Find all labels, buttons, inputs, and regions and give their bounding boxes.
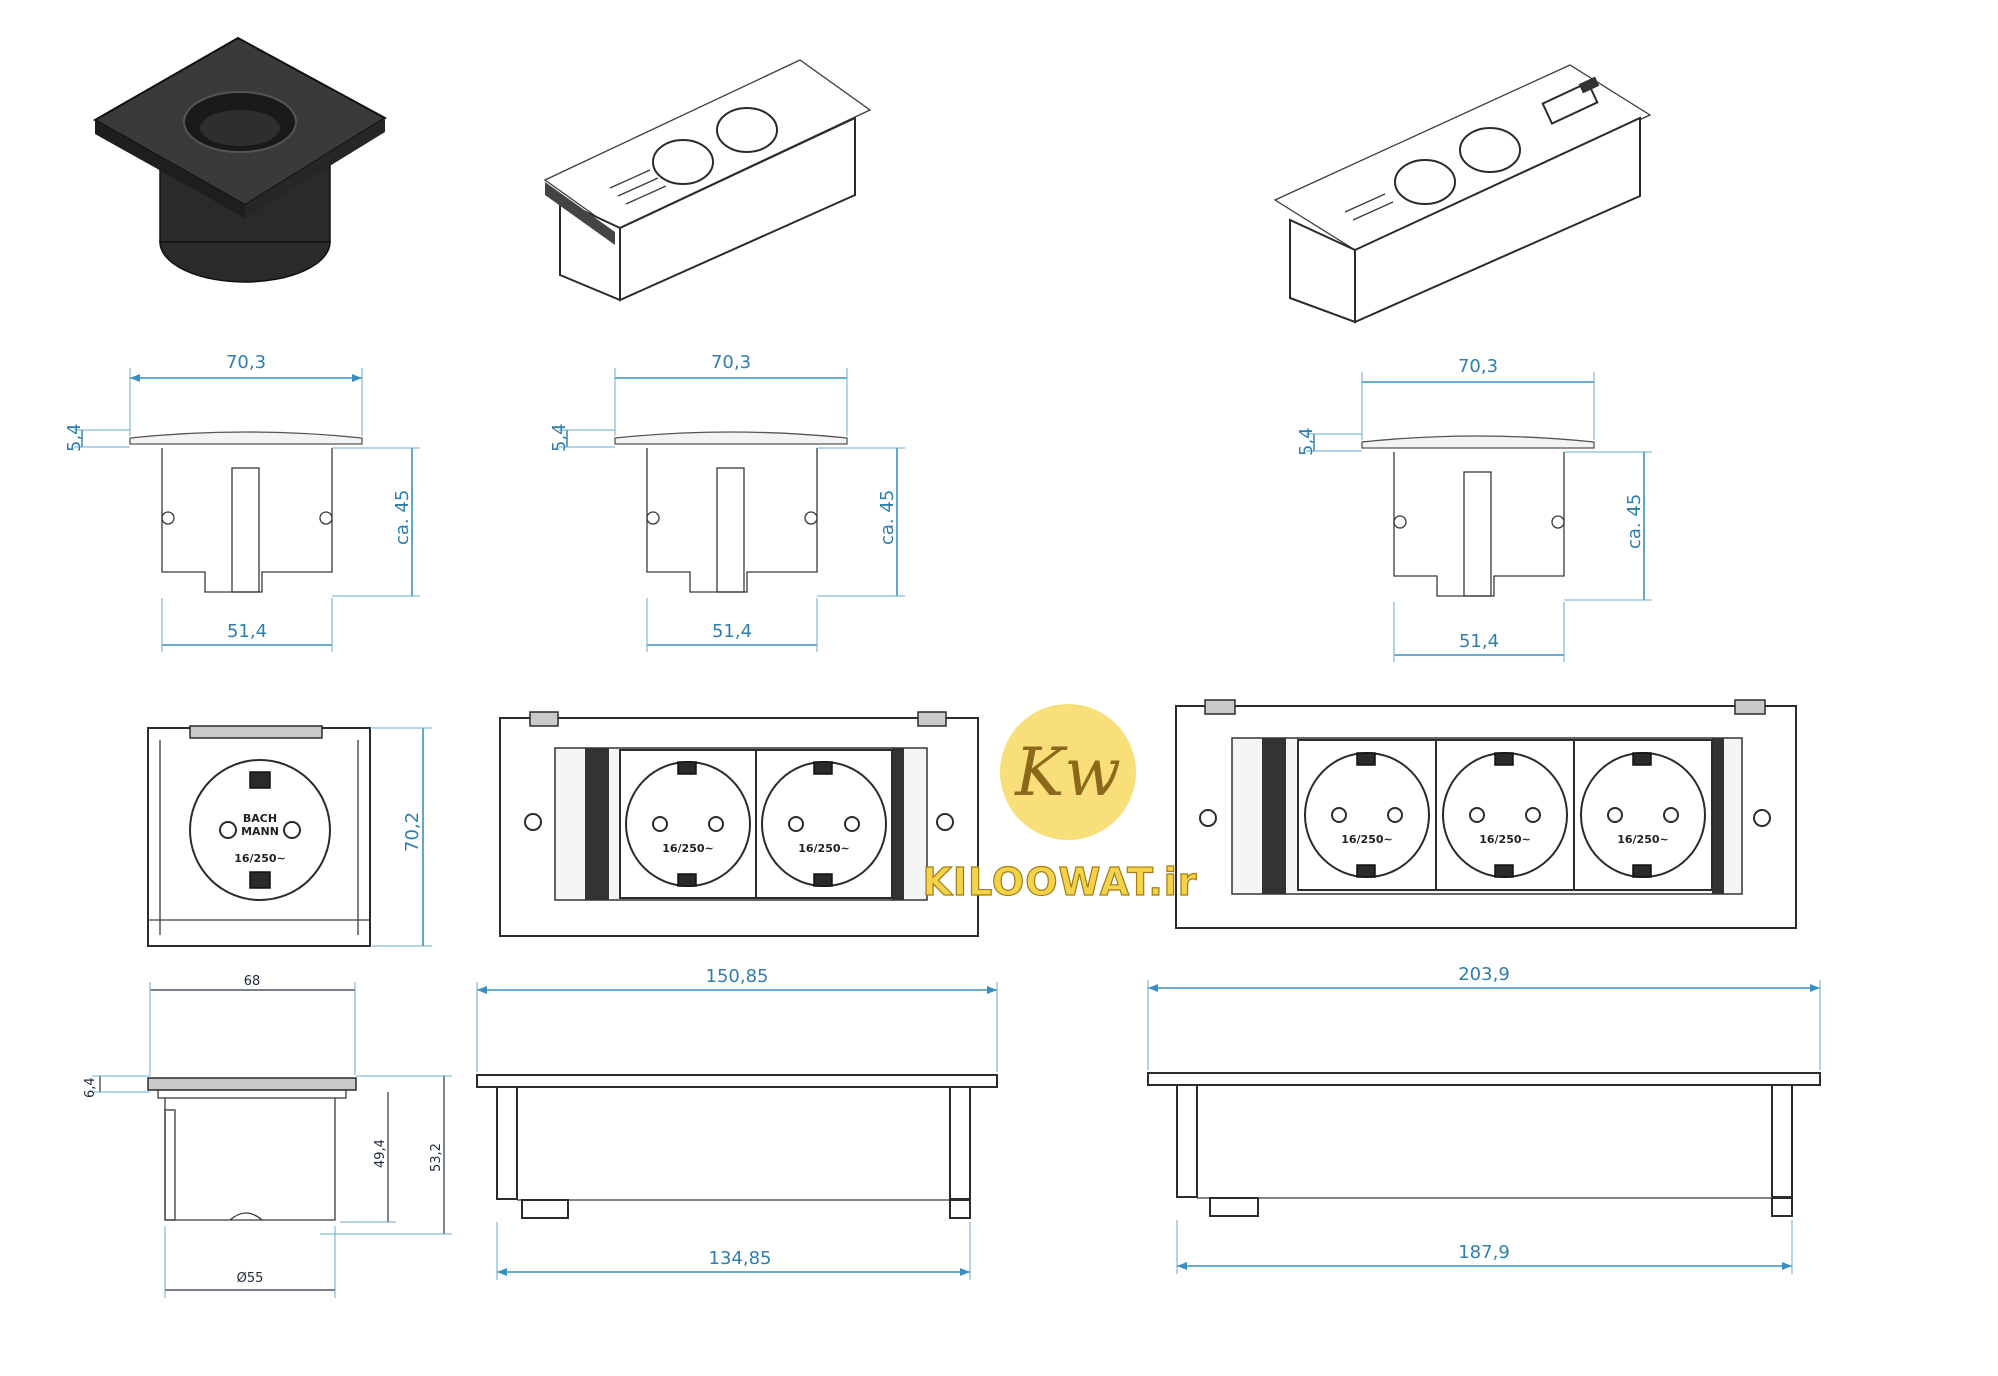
front-view-triple: 16/250~ 16/250~ 16/250~ bbox=[1175, 699, 1797, 929]
socket-rating-t3: 16/250~ bbox=[1617, 833, 1669, 846]
side-view-triple: 203,9 187,9 bbox=[1147, 964, 1821, 1274]
dim-double-body-length: 134,85 bbox=[709, 1248, 772, 1269]
dim-depth-3: ca. 45 bbox=[1624, 494, 1645, 549]
watermark-circle bbox=[1000, 704, 1136, 840]
watermark-logo: Kw KILOOWAT.ir bbox=[922, 704, 1197, 905]
dim-single-flange: 6,4 bbox=[83, 1077, 98, 1098]
iso-view-double-socket-usb bbox=[1273, 64, 1652, 324]
dim-body-width-3: 51,4 bbox=[1459, 631, 1499, 652]
dim-single-diameter: Ø55 bbox=[237, 1271, 264, 1286]
dim-single-total-height: 53,2 bbox=[429, 1143, 444, 1172]
section-view-2: 70,3 5,4 ca. 45 51,4 bbox=[549, 352, 905, 652]
socket-brand-line2: MANN bbox=[241, 825, 279, 838]
dim-flange-width-2: 70,3 bbox=[711, 352, 751, 373]
watermark-monogram: Kw bbox=[1014, 734, 1121, 811]
socket-rating-t1: 16/250~ bbox=[1341, 833, 1393, 846]
side-view-double: 150,85 134,85 bbox=[476, 966, 998, 1280]
section-view-3: 70,3 5,4 ca. 45 51,4 bbox=[1296, 356, 1652, 662]
iso-view-double-socket bbox=[543, 59, 872, 302]
dim-triple-top-length: 203,9 bbox=[1458, 964, 1510, 985]
dim-flange-width-1: 70,3 bbox=[226, 352, 266, 373]
dim-flange-thickness-2: 5,4 bbox=[549, 423, 570, 452]
dim-body-width-1: 51,4 bbox=[227, 621, 267, 642]
dim-body-width-2: 51,4 bbox=[712, 621, 752, 642]
section-view-1: 70,3 5,4 ca. 45 51,4 bbox=[64, 352, 420, 652]
dim-single-top-width: 68 bbox=[244, 974, 261, 989]
dim-double-top-length: 150,85 bbox=[706, 966, 769, 987]
dim-flange-thickness-3: 5,4 bbox=[1296, 427, 1317, 456]
side-view-single: 68 6,4 49,4 53,2 Ø55 bbox=[83, 974, 452, 1298]
front-view-single: BACH MANN 16/250~ 70,2 bbox=[147, 725, 432, 947]
socket-rating-d1: 16/250~ bbox=[662, 842, 714, 855]
dim-triple-body-length: 187,9 bbox=[1458, 1242, 1510, 1263]
socket-rating: 16/250~ bbox=[234, 852, 286, 865]
socket-rating-t2: 16/250~ bbox=[1479, 833, 1531, 846]
socket-brand-line1: BACH bbox=[243, 812, 277, 825]
iso-view-single-socket bbox=[92, 36, 387, 283]
dim-single-body-height: 49,4 bbox=[373, 1139, 388, 1168]
dim-front-height: 70,2 bbox=[402, 812, 423, 852]
watermark-text: KILOOWAT.ir bbox=[922, 860, 1197, 904]
dim-flange-width-3: 70,3 bbox=[1458, 356, 1498, 377]
socket-rating-d2: 16/250~ bbox=[798, 842, 850, 855]
dim-depth-1: ca. 45 bbox=[392, 490, 413, 545]
dim-flange-thickness-1: 5,4 bbox=[64, 423, 85, 452]
front-view-double: 16/250~ 16/250~ bbox=[499, 711, 979, 937]
dim-depth-2: ca. 45 bbox=[877, 490, 898, 545]
